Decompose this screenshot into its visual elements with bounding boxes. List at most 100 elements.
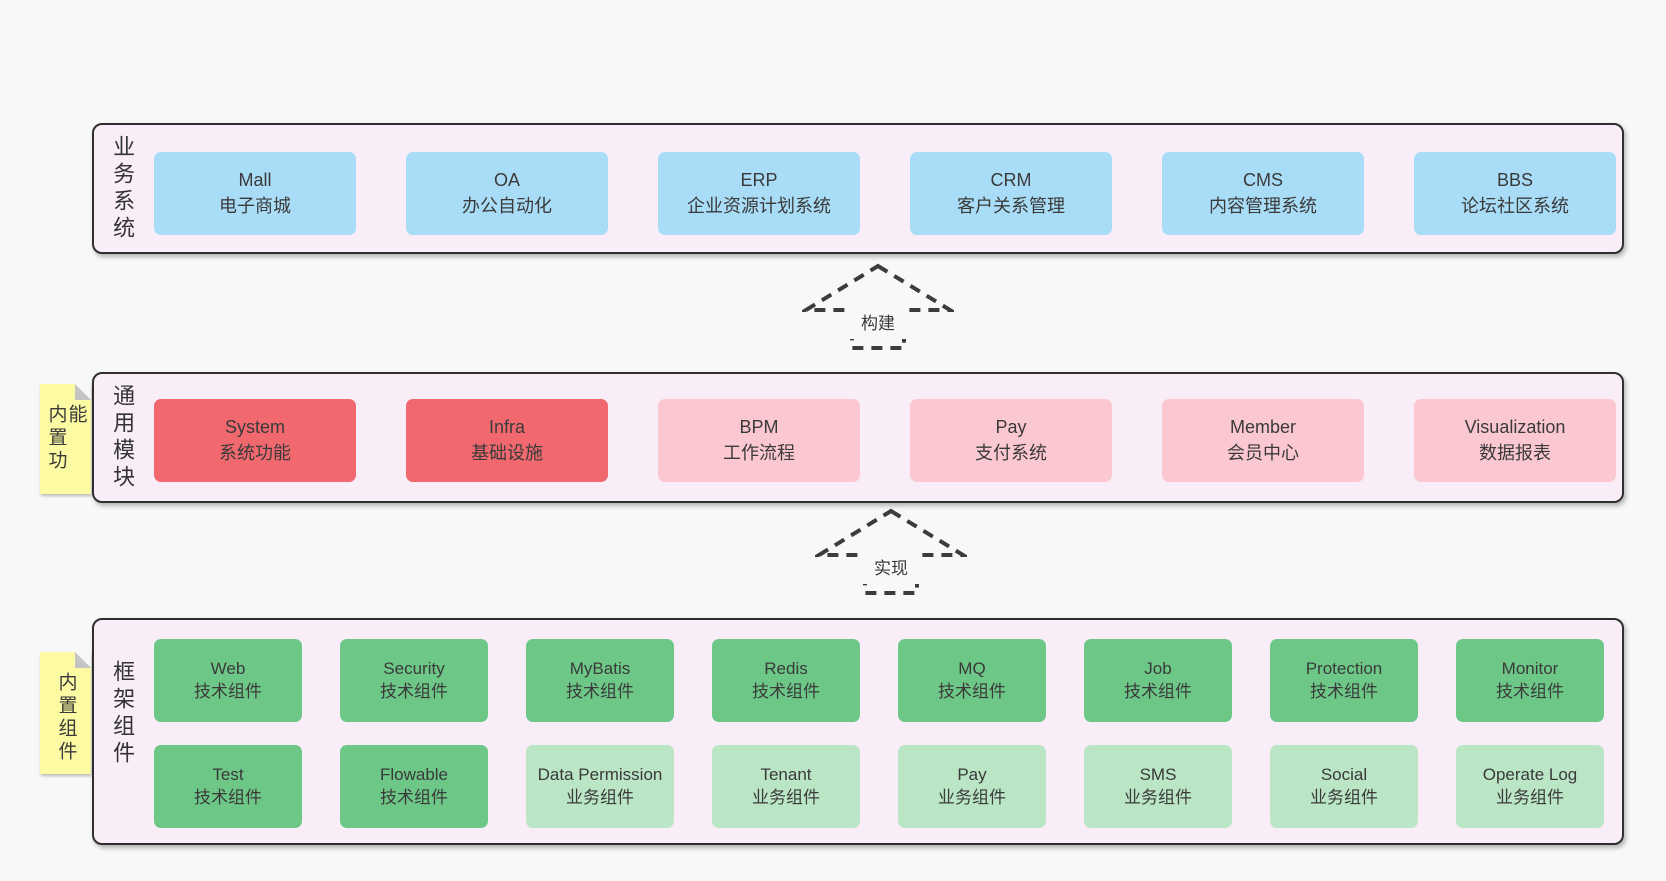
- box-title: MQ: [958, 659, 986, 679]
- box-subtitle: 企业资源计划系统: [687, 195, 831, 216]
- sticky-note-label: 内置组件: [55, 672, 77, 764]
- section-business-systems: 业务系统 Mall 电子商城 OA 办公自动化 ERP 企业资源计划系统 CRM 客户关…: [92, 123, 1624, 254]
- box-title: Redis: [764, 659, 808, 679]
- box-subtitle: 业务组件: [1310, 787, 1378, 807]
- section-side-label-text: 通用模块: [110, 383, 136, 492]
- box-bpm: BPM 工作流程: [658, 399, 860, 482]
- box-title: Tenant: [760, 765, 812, 785]
- box-subtitle: 客户关系管理: [957, 195, 1065, 216]
- box-subtitle: 技术组件: [1496, 681, 1564, 701]
- box-cms: CMS 内容管理系统: [1162, 152, 1364, 235]
- box-erp: ERP 企业资源计划系统: [658, 152, 860, 235]
- arrow-build-icon: 构建: [802, 263, 954, 350]
- box-mall: Mall 电子商城: [154, 152, 356, 235]
- section-side-label: 业务系统: [104, 125, 140, 252]
- box-subtitle: 系统功能: [219, 442, 291, 463]
- sticky-note-builtin-features: 内置功能: [40, 384, 91, 494]
- sticky-note-label: 内置功能: [45, 404, 87, 473]
- arrow-up-outline: [815, 508, 967, 595]
- arrow-build-label: 构建: [861, 314, 895, 333]
- box-title: SMS: [1139, 765, 1177, 785]
- arrow-implement-label: 实现: [874, 559, 908, 578]
- box-title: Protection: [1305, 659, 1383, 679]
- box-subtitle: 电子商城: [219, 195, 291, 216]
- section-side-label-text: 业务系统: [110, 134, 136, 243]
- sticky-note-builtin-components: 内置组件: [40, 652, 91, 774]
- arrow-implement-icon: 实现: [815, 508, 967, 595]
- box-title: Social: [1320, 765, 1368, 785]
- box-oa: OA 办公自动化: [406, 152, 608, 235]
- box-title: Infra: [488, 416, 526, 437]
- box-title: Operate Log: [1482, 765, 1578, 785]
- box-title: CRM: [990, 169, 1032, 190]
- box-subtitle: 业务组件: [752, 787, 820, 807]
- box-title: Pay: [995, 416, 1027, 437]
- box-subtitle: 业务组件: [1124, 787, 1192, 807]
- arrow-label-bg: [849, 307, 907, 339]
- box-subtitle: 数据报表: [1479, 442, 1551, 463]
- box-subtitle: 基础设施: [471, 442, 543, 463]
- box-subtitle: 内容管理系统: [1209, 195, 1317, 216]
- box-title: Mall: [238, 169, 272, 190]
- box-subtitle: 技术组件: [380, 787, 448, 807]
- box-title: BBS: [1496, 169, 1534, 190]
- box-subtitle: 业务组件: [566, 787, 634, 807]
- box-title: BPM: [739, 416, 779, 437]
- box-subtitle: 技术组件: [938, 681, 1006, 701]
- box-visualization: Visualization 数据报表: [1414, 399, 1616, 482]
- section-side-label: 框架组件: [104, 660, 140, 768]
- arrow-up-outline: [802, 263, 954, 350]
- box-title: MyBatis: [569, 659, 631, 679]
- box-subtitle: 技术组件: [194, 787, 262, 807]
- box-member: Member 会员中心: [1162, 399, 1364, 482]
- box-title: Test: [212, 765, 244, 785]
- box-subtitle: 会员中心: [1227, 442, 1299, 463]
- box-title: Data Permission: [537, 765, 663, 785]
- box-title: Job: [1144, 659, 1172, 679]
- section-side-label-text: 框架组件: [110, 660, 136, 768]
- box-subtitle: 业务组件: [938, 787, 1006, 807]
- box-subtitle: 技术组件: [380, 681, 448, 701]
- box-title: CMS: [1243, 169, 1283, 190]
- box-subtitle: 业务组件: [1496, 787, 1564, 807]
- box-subtitle: 工作流程: [723, 442, 795, 463]
- box-title: Monitor: [1501, 659, 1559, 679]
- box-system: System 系统功能: [154, 399, 356, 482]
- box-subtitle: 技术组件: [1310, 681, 1378, 701]
- box-title: Pay: [957, 765, 987, 785]
- box-subtitle: 技术组件: [752, 681, 820, 701]
- box-subtitle: 技术组件: [566, 681, 634, 701]
- section-side-label: 通用模块: [104, 374, 140, 501]
- box-title: OA: [493, 169, 520, 190]
- box-crm: CRM 客户关系管理: [910, 152, 1112, 235]
- box-title: Security: [383, 659, 445, 679]
- box-subtitle: 技术组件: [194, 681, 262, 701]
- box-title: ERP: [740, 169, 778, 190]
- box-subtitle: 技术组件: [1124, 681, 1192, 701]
- box-title: Visualization: [1464, 416, 1566, 437]
- box-title: Flowable: [379, 765, 449, 785]
- box-subtitle: 支付系统: [975, 442, 1047, 463]
- box-pay-system: Pay 支付系统: [910, 399, 1112, 482]
- box-title: System: [224, 416, 285, 437]
- arrow-label-bg: [862, 552, 920, 584]
- box-title: Member: [1229, 416, 1296, 437]
- box-subtitle: 办公自动化: [462, 195, 552, 216]
